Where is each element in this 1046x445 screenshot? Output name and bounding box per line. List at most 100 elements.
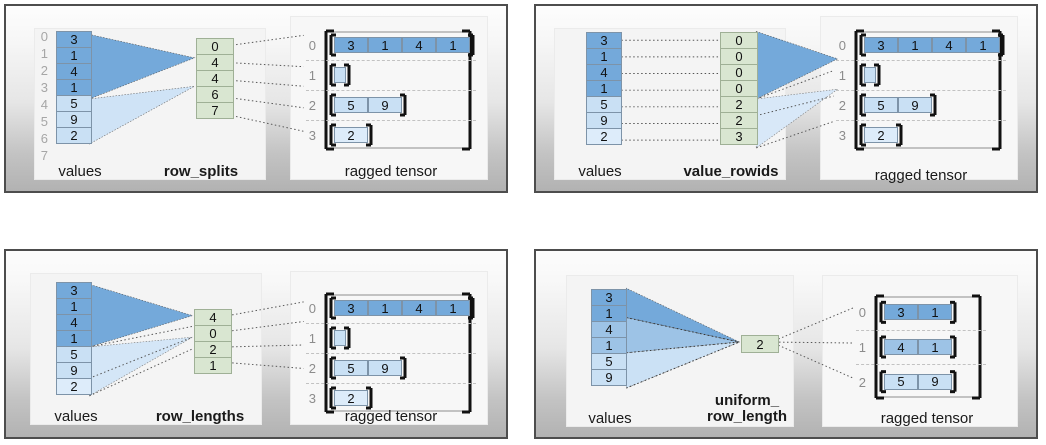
encoding-cell: 3	[720, 128, 758, 145]
value-index-label: 4	[40, 97, 48, 112]
ragged-cell: 1	[918, 304, 952, 321]
ragged-cell: 2	[334, 390, 368, 406]
ragged-cell: 1	[966, 37, 1000, 53]
ragged-cell: 1	[918, 339, 952, 355]
ragged-cell: 2	[864, 127, 898, 143]
value-index-label: 3	[40, 80, 48, 95]
value-cell: 3	[56, 31, 92, 48]
values-caption-2: values	[578, 163, 622, 180]
value-cell: 9	[56, 111, 92, 128]
row-separator	[306, 353, 476, 354]
ragged-row-index: 0	[838, 38, 846, 53]
ragged-cell: 1	[898, 37, 932, 53]
ragged-cell: 4	[932, 37, 966, 53]
value-cell: 1	[56, 47, 92, 64]
value-cell: 4	[56, 63, 92, 80]
encoding-cell: 2	[720, 96, 758, 113]
value-cell: 9	[591, 369, 627, 386]
ragged-cell: 3	[334, 37, 368, 53]
row-separator	[836, 90, 1006, 91]
ragged-empty-cell	[334, 330, 346, 346]
encoding-caption-2: value_rowids	[683, 163, 779, 180]
ragged-cell: 1	[436, 300, 470, 316]
encoding-cell: 2	[720, 112, 758, 129]
value-cell: 1	[591, 337, 627, 354]
value-cell: 5	[591, 353, 627, 370]
value-cell: 4	[586, 64, 622, 81]
value-cell: 4	[56, 314, 92, 331]
value-cell: 1	[586, 48, 622, 65]
encoding-cell: 1	[194, 357, 232, 374]
row-separator	[856, 364, 986, 366]
ragged-row-index: 0	[308, 38, 316, 53]
ragged-cell: 1	[368, 300, 402, 316]
ragged-cell: 1	[436, 37, 470, 53]
encoding-caption-3: row_lengths	[155, 408, 245, 425]
value-cell: 3	[586, 32, 622, 49]
value-cell: 3	[591, 289, 627, 306]
value-cell: 2	[56, 127, 92, 144]
ragged-cell: 9	[368, 360, 402, 376]
encoding-cell: 7	[196, 102, 234, 119]
ragged-cell: 9	[368, 97, 402, 113]
ragged-row-index: 1	[858, 340, 866, 355]
value-cell: 9	[56, 362, 92, 379]
tensor-caption-3: ragged tensor	[344, 408, 438, 425]
ragged-cell: 3	[334, 300, 368, 316]
value-cell: 1	[56, 79, 92, 96]
ragged-cell: 5	[334, 360, 368, 376]
row-separator	[836, 120, 1006, 121]
row-separator	[306, 120, 476, 121]
encoding-cell: 4	[196, 70, 234, 87]
encoding-cell: 0	[720, 64, 758, 81]
encoding-cell: 4	[194, 309, 232, 326]
value-cell: 1	[586, 80, 622, 97]
ragged-row-index: 2	[308, 361, 316, 376]
value-cell: 1	[56, 298, 92, 315]
ragged-row-index: 2	[858, 374, 866, 390]
ragged-row-index: 3	[308, 391, 316, 406]
value-cell: 2	[56, 378, 92, 395]
tensor-caption-4: ragged tensor	[880, 410, 974, 427]
ragged-cell: 5	[334, 97, 368, 113]
encoding-caption-4: uniform_ row_length	[706, 392, 787, 425]
ragged-cell: 1	[368, 37, 402, 53]
encoding-cell: 4	[196, 54, 234, 71]
ragged-empty-cell	[864, 67, 876, 83]
row-separator	[306, 323, 476, 324]
ragged-row-index: 1	[308, 331, 316, 346]
value-cell: 9	[586, 112, 622, 129]
values-caption-1: values	[58, 163, 102, 180]
encoding-cell: 0	[720, 80, 758, 97]
encoding-caption-1: row_splits	[163, 163, 239, 180]
value-cell: 1	[56, 330, 92, 347]
ragged-cell: 4	[884, 339, 918, 355]
row-separator	[306, 60, 476, 61]
ragged-row-index: 3	[308, 128, 316, 143]
value-cell: 4	[591, 321, 627, 338]
values-caption-3: values	[54, 408, 98, 425]
value-cell: 5	[56, 346, 92, 363]
encoding-cell: 0	[194, 325, 232, 342]
encoding-cell: 0	[196, 38, 234, 55]
ragged-cell: 9	[918, 373, 952, 390]
ragged-empty-cell	[334, 67, 346, 83]
value-cell: 5	[586, 96, 622, 113]
ragged-row-index: 0	[308, 301, 316, 316]
value-index-label: 0	[40, 29, 48, 44]
value-index-label: 2	[40, 63, 48, 78]
row-separator	[306, 90, 476, 91]
